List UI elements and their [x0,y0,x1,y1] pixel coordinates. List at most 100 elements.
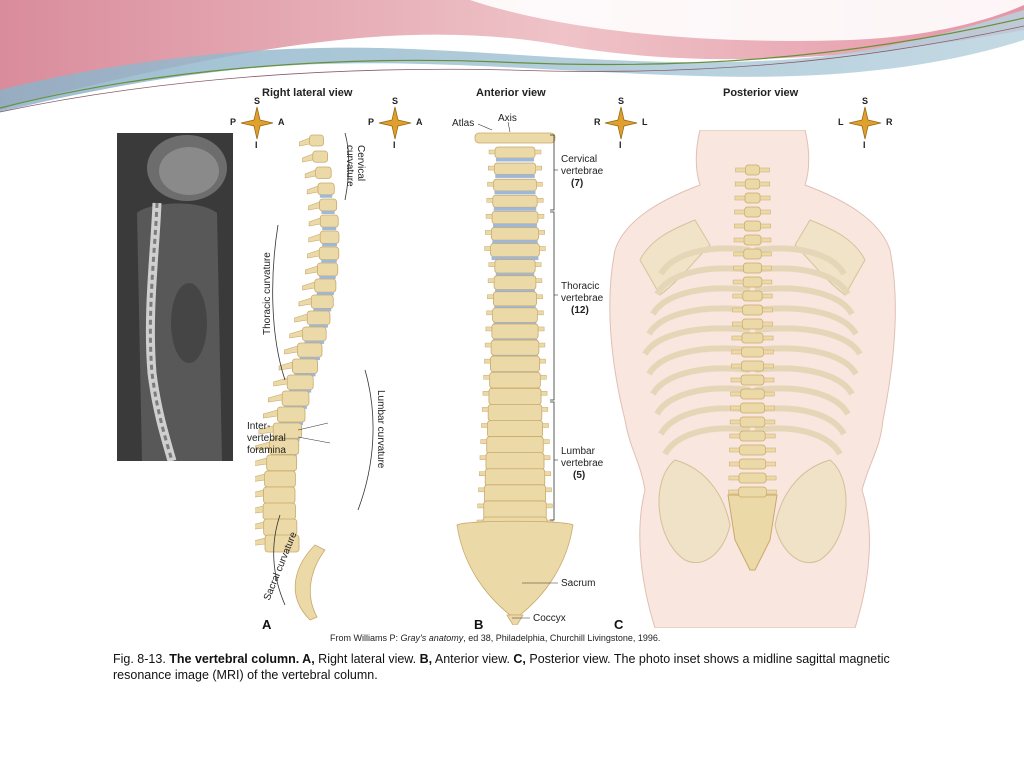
posterior-process-left [729,433,741,439]
anterior-coccyx [506,614,524,625]
lateral-process [289,329,303,339]
anterior-disc [494,190,536,195]
label-atlas: Atlas [452,118,475,129]
lateral-process [307,249,320,259]
compass-star-icon [848,106,882,140]
anterior-process-right [536,198,544,203]
posterior-vertebra [739,430,766,442]
posterior-process-left [731,335,743,341]
decorative-banner [0,0,1024,113]
posterior-process-right [759,181,771,187]
anterior-process-left [481,407,489,412]
title-anterior-view: Anterior view [476,87,546,99]
lateral-process [255,457,267,466]
posterior-process-right [763,363,774,369]
posterior-vertebra [744,192,761,204]
label-thoracic-count: (12) [571,305,589,316]
rib-left [650,365,751,396]
label-foramina-line3: foramina [247,445,286,456]
lateral-process [255,489,264,498]
anterior-process-left [485,230,492,235]
anterior-process-right [537,326,545,332]
title-posterior-view: Posterior view [723,87,799,99]
compass-C-left: L [838,117,844,127]
posterior-process-right [762,335,774,341]
rib-right [754,425,843,456]
posterior-process-left [730,405,741,411]
caption-c-label: C, [513,652,526,666]
panel-letter-C: C [614,617,624,632]
compass-C-right: R [886,117,893,127]
compass-A-left: P [230,117,237,127]
posterior-vertebra [740,388,765,400]
caption-text-2: Anterior view. [432,652,514,666]
anterior-process-right [540,374,547,380]
rib-right [754,325,863,356]
rib-left [658,245,751,276]
anterior-process-right [543,455,551,460]
lateral-disc [322,227,337,231]
posterior-vertebra [739,402,765,414]
rib-left [654,385,751,416]
lateral-process [308,233,321,243]
lateral-process [255,441,270,451]
label-lumbar-line1: Lumbar [561,446,595,457]
label-thoracic-vertebrae: Thoracic vertebrae (12) [561,281,603,317]
anterior-process-right [534,262,542,267]
anterior-process-left [481,423,488,428]
anterior-process-right [534,149,542,155]
lateral-disc [304,340,325,344]
compass-A2-right: A [416,117,423,127]
posterior-vertebra [739,444,766,456]
compass-rose-B: S I R L [594,96,648,150]
posterior-vertebra [741,346,764,358]
posterior-process-left [731,321,743,327]
compass-rose-A: S I P A [230,96,285,150]
lateral-process [305,265,318,275]
rib-right [754,245,847,276]
anterior-process-left [482,391,490,396]
posterior-vertebra [738,472,767,484]
lateral-disc [321,210,335,214]
posterior-process-right [764,405,775,411]
posterior-vertebra [742,276,763,288]
posterior-vertebra [739,416,766,428]
posterior-process-right [761,251,772,257]
lateral-process [294,313,308,323]
compass-A2-left: P [368,117,375,127]
posterior-process-left [733,265,744,271]
posterior-process-right [765,475,777,481]
posterior-vertebra [738,458,767,470]
anterior-process-left [478,487,485,493]
lateral-process [306,185,319,195]
posterior-process-right [762,321,774,327]
caption-fig-no: Fig. 8-13. [113,652,170,666]
posterior-process-left [734,195,746,201]
posterior-process-right [760,209,771,215]
anterior-process-left [478,471,486,476]
compass-B-left: R [594,117,601,127]
rib-left [662,425,751,456]
posterior-vertebra [743,220,762,232]
anterior-process-left [486,198,494,203]
lateral-process [258,425,274,435]
compass-star-icon [240,106,274,140]
lateral-process [255,505,264,514]
label-axis: Axis [498,113,517,124]
anterior-process-right [540,391,548,396]
posterior-vertebra [741,332,764,344]
anterior-process-right [537,214,545,219]
compass-rose-C: S I L R [838,96,893,150]
posterior-process-left [729,447,740,453]
lateral-disc [309,324,328,328]
posterior-vertebra [740,374,765,386]
lateral-process [255,521,264,530]
posterior-process-right [759,195,771,201]
posterior-process-right [760,223,771,229]
posterior-process-right [763,349,774,355]
posterior-vertebra [744,178,761,190]
lateral-sacrum [294,544,326,621]
mri-inset-image [117,133,233,461]
caption-b-label: B, [419,652,433,666]
